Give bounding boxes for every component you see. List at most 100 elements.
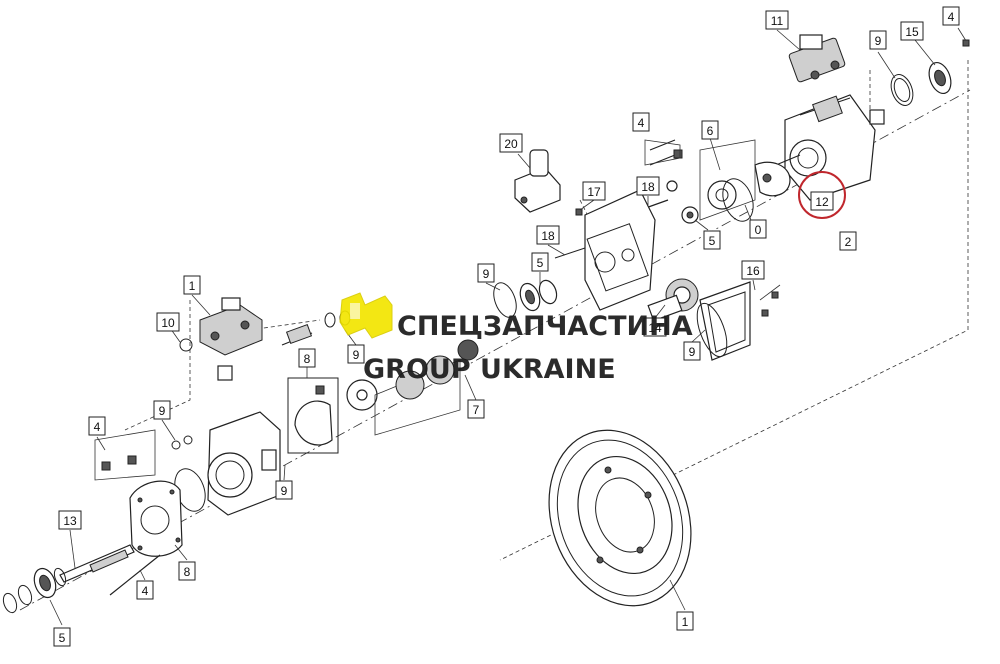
- callout-text: 7: [473, 403, 480, 417]
- callout-text: 4: [142, 584, 149, 598]
- callout-box: [136, 580, 154, 600]
- callout-text: 13: [63, 514, 77, 528]
- callout-box: [275, 480, 293, 500]
- callout-box: [88, 416, 106, 436]
- callout-text: 5: [537, 256, 544, 270]
- callout-text: 9: [353, 348, 360, 362]
- callout-text: 1: [189, 279, 196, 293]
- callout-c8b: 8: [178, 561, 196, 581]
- callout-text: 4: [94, 420, 101, 434]
- part-4-bolts-middle: [644, 139, 683, 166]
- highlight-circle-part-12: [798, 171, 846, 219]
- part-16-cover: [696, 281, 781, 361]
- callout-c5b: 5: [531, 252, 549, 272]
- part-4-bolt-top: [957, 27, 970, 47]
- callout-text: 4: [638, 116, 645, 130]
- callout-box: [765, 10, 789, 30]
- callout-text: 15: [905, 25, 919, 39]
- part-13-drive-shaft: [59, 544, 161, 596]
- callout-c16: 16: [741, 260, 765, 280]
- callout-c5a: 5: [703, 230, 721, 250]
- callout-text: 8: [304, 352, 311, 366]
- callout-box: [701, 120, 719, 140]
- callout-box: [298, 348, 316, 368]
- callout-box: [477, 263, 495, 283]
- callout-text: 20: [504, 137, 518, 151]
- callout-box: [942, 6, 960, 26]
- watermark-line-1: СПЕЦЗАПЧАСТИНА: [397, 311, 693, 342]
- callout-text: 11: [771, 14, 784, 28]
- callout-box: [741, 260, 765, 280]
- callout-c9f: 9: [275, 480, 293, 500]
- part-9-seal-top: [890, 74, 914, 106]
- callout-box: [643, 317, 667, 337]
- part-5-bearing-middle: [519, 279, 558, 312]
- callout-text: 16: [746, 264, 760, 278]
- callout-text: 5: [709, 234, 716, 248]
- part-2-main-housing: [775, 94, 885, 201]
- callout-c9e: 9: [153, 400, 171, 420]
- part-17-screw: [575, 208, 583, 216]
- callout-c18b: 18: [536, 225, 560, 245]
- callout-c10b: 10: [156, 312, 180, 332]
- callout-box: [347, 344, 365, 364]
- callout-text: 6: [707, 124, 714, 138]
- callout-text: 9: [875, 34, 882, 48]
- callout-text: 17: [587, 185, 601, 199]
- callout-c5c: 5: [53, 627, 71, 647]
- callout-c14: 14: [643, 317, 667, 337]
- callout-c13: 13: [58, 510, 82, 530]
- callout-c9d: 9: [347, 344, 365, 364]
- callout-c4a: 4: [942, 6, 960, 26]
- callout-c4d: 4: [136, 580, 154, 600]
- part-5-bearing-left: [2, 567, 67, 614]
- part-8-end-flange: [129, 480, 183, 557]
- callout-box: [156, 312, 180, 332]
- part-8-swash-plate: [287, 377, 339, 454]
- callout-c20: 20: [499, 133, 523, 153]
- callout-c9c: 9: [683, 341, 701, 361]
- left-pump-housing: [207, 411, 281, 516]
- callout-box: [153, 400, 171, 420]
- part-7-rotating-group: [346, 339, 479, 436]
- spool-shaft: [281, 310, 351, 346]
- callout-c11a: 11: [765, 10, 789, 30]
- callout-c17: 17: [582, 181, 606, 201]
- callout-text: 12: [815, 195, 829, 209]
- part-20-solenoid: [514, 149, 561, 213]
- callout-text: 1: [682, 615, 689, 629]
- callout-text: 18: [641, 180, 655, 194]
- callout-box: [582, 181, 606, 201]
- callout-c11b: 1: [183, 275, 201, 295]
- callout-box: [900, 21, 924, 41]
- part-9-seal-middle: [493, 282, 517, 318]
- valve-block-middle: [554, 189, 656, 311]
- watermark-logo-icon: [339, 292, 393, 339]
- callout-c7: 7: [467, 399, 485, 419]
- callout-text: 14: [648, 321, 662, 335]
- callout-box: [636, 176, 660, 196]
- part-5-bearing-top: [681, 206, 699, 224]
- callout-box: [869, 30, 887, 50]
- part-1-coupling-plate: [548, 429, 692, 607]
- callout-box: [749, 219, 767, 239]
- callout-c4c: 4: [88, 416, 106, 436]
- callout-c15: 15: [900, 21, 924, 41]
- callout-box: [467, 399, 485, 419]
- callout-box: [58, 510, 82, 530]
- callout-c1: 1: [676, 611, 694, 631]
- callout-c6: 6: [701, 120, 719, 140]
- callout-text: 9: [281, 484, 288, 498]
- callout-text: 10: [161, 316, 175, 330]
- callout-box: [683, 341, 701, 361]
- callout-box: [676, 611, 694, 631]
- callout-box: [703, 230, 721, 250]
- callout-box: [839, 231, 857, 251]
- callout-text: 8: [184, 565, 191, 579]
- callout-box: [632, 112, 650, 132]
- callout-text: 18: [541, 229, 555, 243]
- callout-text: 0: [755, 223, 762, 237]
- callout-box: [178, 561, 196, 581]
- callout-text: 4: [948, 10, 955, 24]
